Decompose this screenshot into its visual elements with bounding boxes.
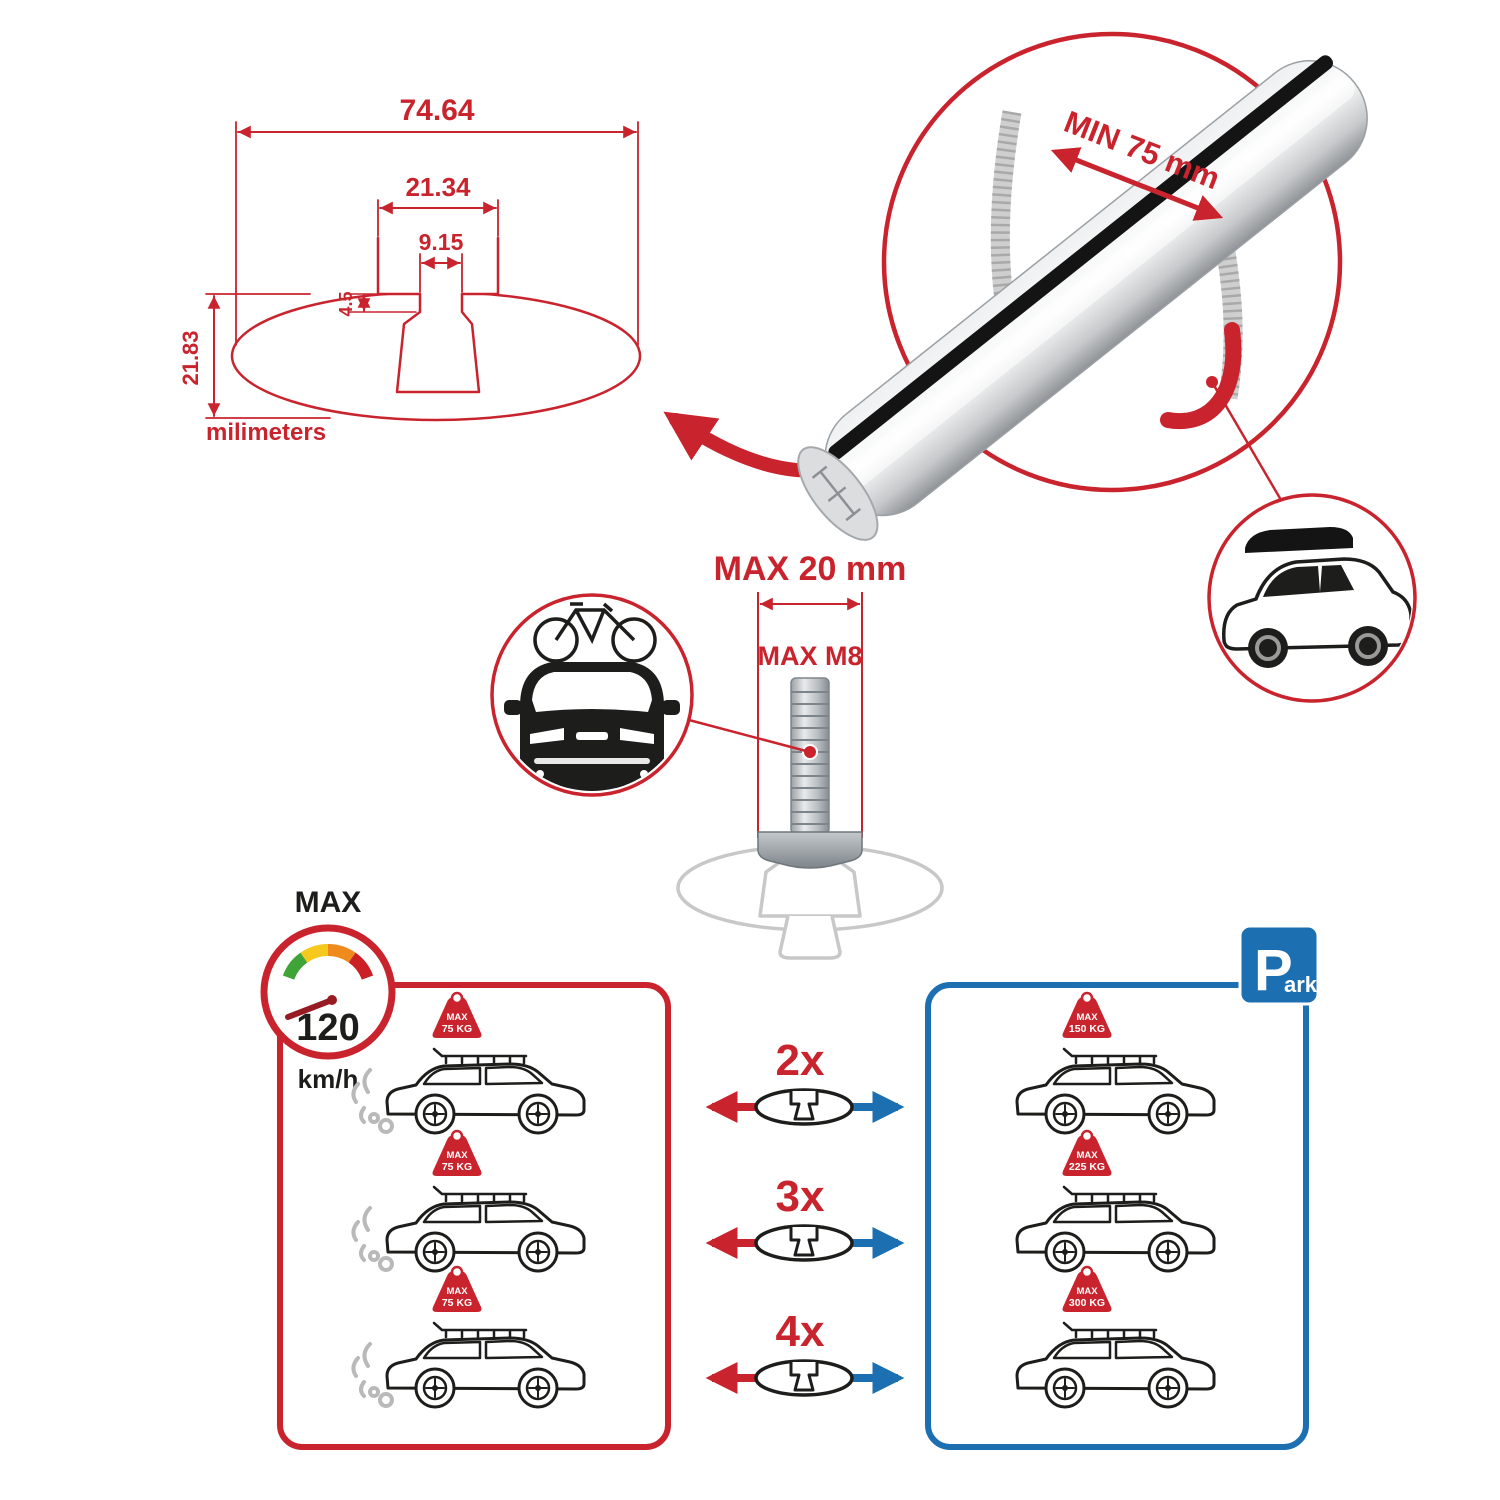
multiplier-3x: 3x [776, 1172, 825, 1221]
badge-label: MAX [1076, 1286, 1098, 1297]
profile-t-slot-channel [376, 236, 500, 394]
callout-dot-bolt [802, 744, 818, 760]
speed-gauge: MAX 120 km/h [260, 886, 396, 1094]
clamp-strap-left [990, 110, 1022, 302]
profile-cross-section-drawing: 74.64 21.34 9.15 4.5 21.83 milimeters [178, 94, 642, 446]
crossbar-section-icon [754, 1359, 854, 1397]
bolt-t-head [757, 831, 863, 869]
crossbar-section-icon [754, 1224, 854, 1262]
units-label: milimeters [206, 419, 326, 446]
badge-label: MAX [1076, 1150, 1098, 1161]
dim-slot-outer-label: 21.34 [405, 172, 471, 202]
callout-line-bolt [688, 718, 807, 753]
badge-weight: 225 KG [1069, 1161, 1105, 1173]
max-width-label: MAX 20 mm [714, 550, 907, 588]
speed-max-label: MAX [295, 886, 362, 919]
dim-slot-inner-label: 9.15 [419, 229, 464, 255]
badge-label: MAX [446, 1150, 468, 1161]
car-bike-vignette [490, 593, 694, 797]
zoom-circle [881, 31, 1343, 493]
parked-cars: MAX 150 KG MAX 225 KG MAX 300 KG [1015, 991, 1216, 1409]
badge-label: MAX [446, 1012, 468, 1023]
suv-roofbox-vignette [1207, 493, 1417, 703]
badge-weight: 75 KG [442, 1297, 472, 1309]
speed-units: km/h [298, 1064, 359, 1094]
badge-weight: 150 KG [1069, 1023, 1105, 1035]
dim-height-label: 21.83 [178, 330, 203, 385]
multiplier-2x: 2x [776, 1036, 825, 1085]
gauge-arcs [282, 944, 374, 980]
gauge-needle [285, 997, 335, 1020]
multiplier-column: 2x 3x 4x [705, 1036, 905, 1397]
car-front-icon [504, 662, 680, 791]
park-suffix: ark [1284, 972, 1318, 997]
park-sign: P ark [1238, 924, 1320, 1006]
roof-box-icon [1245, 527, 1353, 553]
bolt-detail: MAX 20 mm MAX M8 [676, 550, 944, 960]
park-letter: P [1254, 938, 1293, 1003]
badge-label: MAX [446, 1286, 468, 1297]
park-sign-square [1238, 924, 1320, 1006]
min-span-arrow [1050, 147, 1224, 221]
speed-value: 120 [296, 1007, 359, 1049]
bicycle-icon [533, 602, 657, 663]
badge-weight: 75 KG [442, 1161, 472, 1173]
multiplier-4x: 4x [776, 1307, 825, 1356]
callout-line-bar [1210, 381, 1290, 513]
max-thread-label: MAX M8 [757, 641, 862, 671]
crossbar-section-icon [754, 1088, 854, 1126]
dim-step-label: 4.5 [336, 291, 356, 316]
t-bolt-icon [757, 677, 863, 869]
driving-cars: MAX 75 KG MAX 75 KG MAX 75 KG [351, 991, 586, 1409]
badge-label: MAX [1076, 1012, 1098, 1023]
dim-width-label: 74.64 [399, 94, 474, 127]
bar-render-detail: MIN 75 mm [797, 31, 1368, 541]
badge-weight: 300 KG [1069, 1297, 1105, 1309]
badge-weight: 75 KG [442, 1023, 472, 1035]
clamp-hook-highlight [1160, 322, 1242, 430]
